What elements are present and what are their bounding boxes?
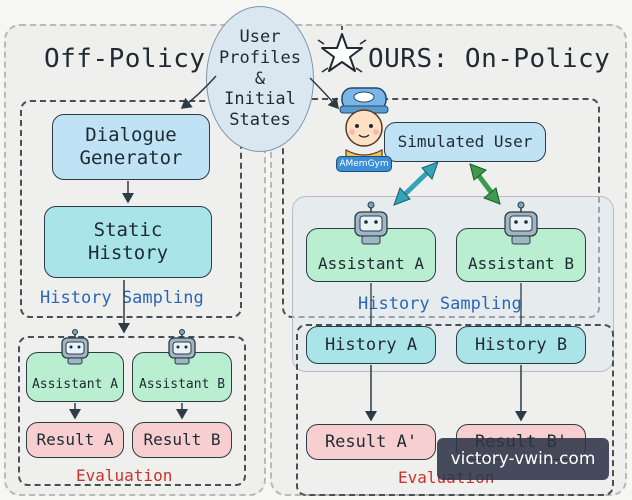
user-profiles-ellipse: User Profiles & Initial States bbox=[206, 6, 314, 152]
assistant-a-box-right: Assistant A bbox=[306, 228, 436, 282]
robot-icon bbox=[504, 201, 538, 245]
profiles-line-1: User bbox=[239, 27, 281, 48]
history-a-box: History A bbox=[306, 326, 436, 364]
static-history-box: Static History bbox=[44, 206, 212, 278]
on-policy-title: OURS: On-Policy bbox=[368, 44, 611, 74]
star-outline-icon bbox=[321, 33, 363, 72]
watermark: victory-vwin.com bbox=[437, 438, 609, 480]
evaluation-label: Evaluation bbox=[76, 466, 173, 485]
double-arrow-green bbox=[469, 163, 501, 205]
history-sampling-label: History Sampling bbox=[40, 288, 204, 308]
dialogue-generator-line-1: Dialogue bbox=[85, 124, 177, 147]
result-b-box: Result B bbox=[132, 422, 232, 458]
history-b-box: History B bbox=[456, 326, 586, 364]
evaluation-region bbox=[18, 336, 246, 486]
robot-icon bbox=[354, 201, 388, 245]
robot-icon bbox=[168, 329, 196, 365]
profiles-line-2: Profiles bbox=[219, 47, 301, 68]
evaluation-region-right bbox=[296, 324, 614, 496]
star-sparks bbox=[317, 26, 367, 73]
dialogue-generator-box: Dialogue Generator bbox=[52, 114, 210, 180]
assistant-b-box-right: Assistant B bbox=[456, 228, 586, 282]
static-history-line-1: Static bbox=[93, 219, 163, 242]
result-a-box-right: Result A' bbox=[306, 424, 436, 460]
dialogue-generator-line-2: Generator bbox=[79, 147, 183, 169]
robot-icon bbox=[61, 329, 89, 365]
profiles-line-4: Initial bbox=[224, 89, 296, 110]
history-sampling-label-right: History Sampling bbox=[358, 294, 522, 314]
profiles-line-5: States bbox=[229, 110, 291, 131]
amemgym-badge: AMemGym bbox=[336, 156, 392, 172]
off-policy-title: Off-Policy bbox=[44, 44, 206, 74]
assistant-a-box: Assistant A bbox=[26, 352, 124, 402]
history-sampling-region bbox=[20, 100, 242, 318]
arrow-profiles-to-generator bbox=[180, 75, 217, 109]
user-avatar-icon bbox=[339, 87, 389, 167]
double-arrow-teal bbox=[393, 161, 439, 206]
arrow-profiles-to-user bbox=[309, 77, 339, 110]
static-history-line-2: History bbox=[87, 242, 169, 264]
result-a-box: Result A bbox=[26, 422, 124, 458]
simulated-user-box: Simulated User bbox=[384, 122, 546, 162]
profiles-line-3: & bbox=[254, 68, 266, 89]
